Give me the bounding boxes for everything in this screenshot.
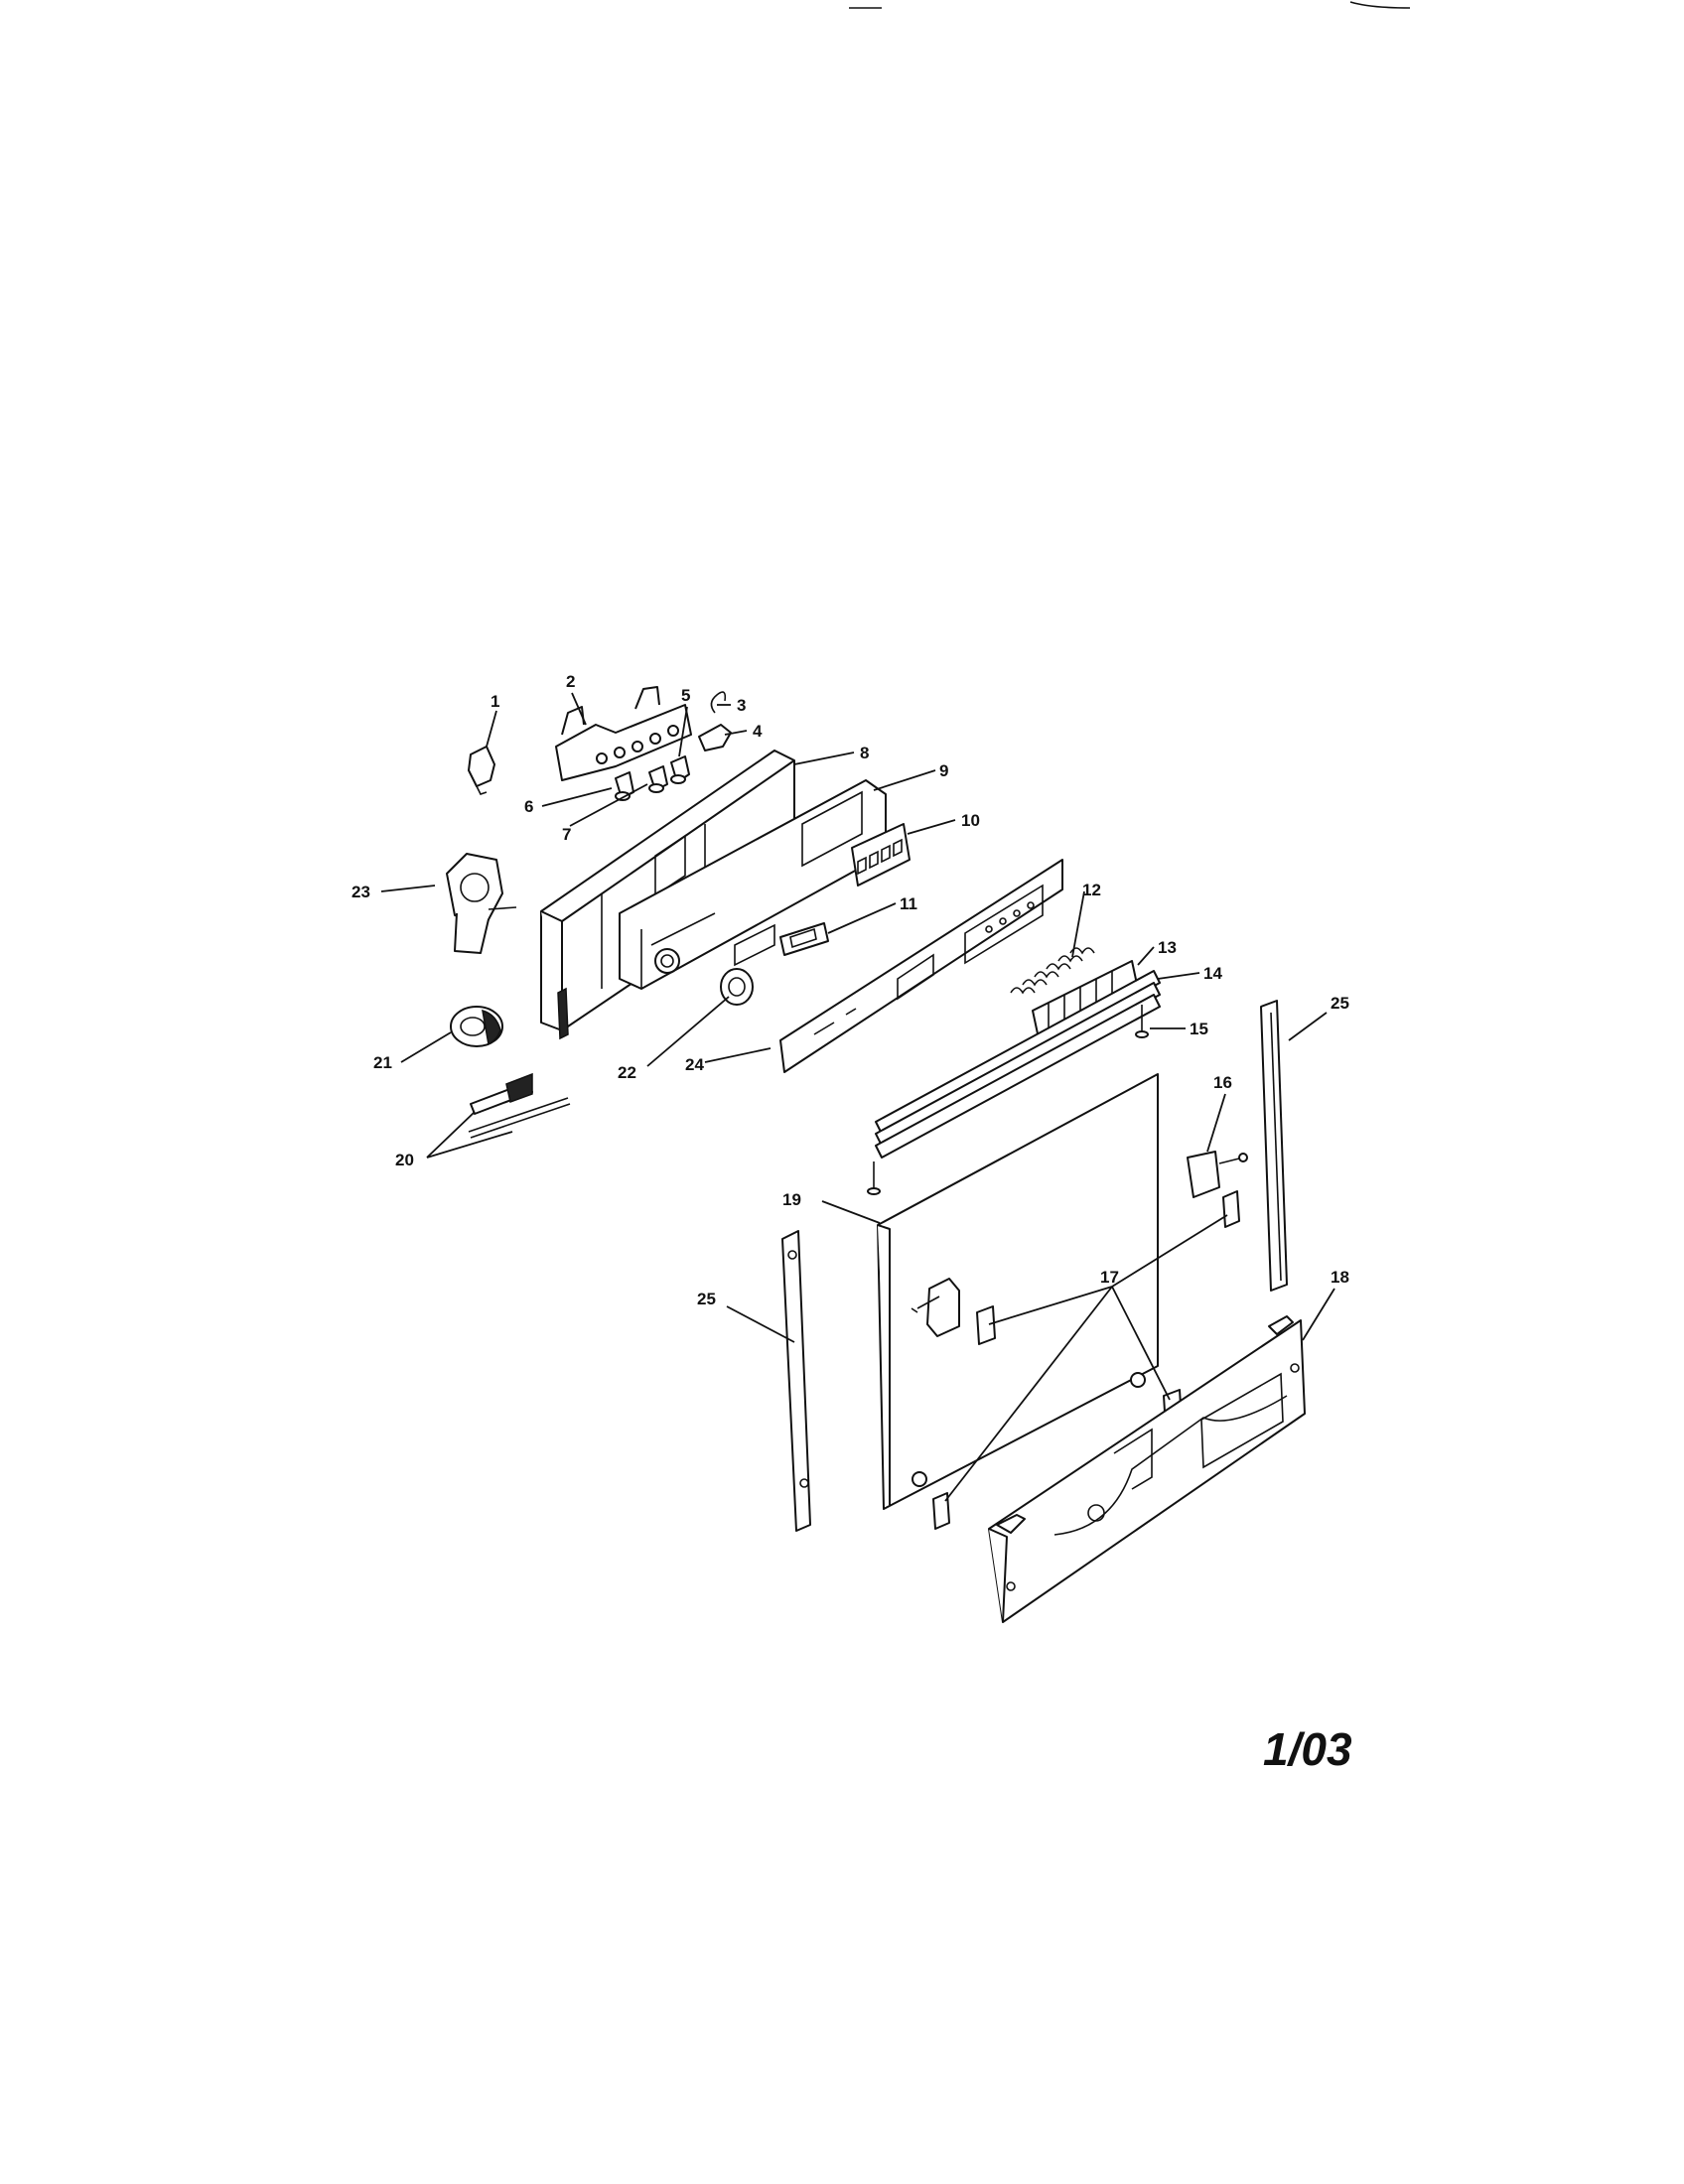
part-24-control-panel (779, 859, 1063, 1073)
part-10-push-button-block (851, 823, 911, 887)
part-7-button (648, 765, 668, 793)
part-16-door-latch (1187, 1151, 1248, 1198)
callout-8: 8 (860, 744, 869, 762)
callout-5: 5 (681, 686, 690, 705)
callout-21: 21 (373, 1053, 392, 1072)
callout-labels: 1 2 3 4 5 6 7 8 9 10 11 12 13 14 15 16 1… (351, 672, 1349, 1308)
callout-4: 4 (753, 722, 763, 741)
part-1-clip (468, 746, 495, 795)
part-25-left-side-trim (781, 1230, 811, 1532)
callout-13: 13 (1158, 938, 1177, 957)
callout-20: 20 (395, 1151, 414, 1169)
scan-marks (849, 1, 1411, 9)
callout-12: 12 (1082, 881, 1101, 899)
part-14-trim-strip (875, 970, 1161, 1159)
callout-23: 23 (351, 883, 370, 901)
part-15-screw (867, 1005, 1149, 1195)
callout-16: 16 (1213, 1073, 1232, 1092)
part-18-lower-panel (988, 1315, 1306, 1623)
callout-19: 19 (782, 1190, 801, 1209)
callout-25-right: 25 (1331, 994, 1349, 1013)
callout-22: 22 (618, 1063, 636, 1082)
callout-2: 2 (566, 672, 575, 691)
part-20-rails (468, 1072, 571, 1139)
callout-10: 10 (961, 811, 980, 830)
part-3-spring (710, 691, 727, 714)
leader-lines (380, 692, 1335, 1502)
part-25-right-side-trim (1260, 1000, 1288, 1292)
part-22-knob (720, 968, 754, 1006)
callout-6: 6 (524, 797, 533, 816)
callout-14: 14 (1203, 964, 1222, 983)
callout-24: 24 (685, 1055, 704, 1074)
callout-1: 1 (491, 692, 499, 711)
callout-9: 9 (939, 761, 948, 780)
callout-7: 7 (562, 825, 571, 844)
part-11-bracket (779, 922, 829, 956)
callout-17: 17 (1100, 1268, 1119, 1287)
part-23-timer (446, 853, 517, 954)
part-19-door-panel (877, 1073, 1159, 1510)
callout-3: 3 (737, 696, 746, 715)
callout-11: 11 (900, 894, 917, 913)
part-2-switch-block (555, 686, 692, 781)
part-4-latch (698, 724, 732, 751)
part-21-coil (450, 1006, 503, 1047)
part-5-button (670, 755, 690, 784)
callout-15: 15 (1190, 1020, 1208, 1038)
callout-18: 18 (1331, 1268, 1349, 1287)
callout-25-left: 25 (697, 1290, 716, 1308)
page-code: 1/03 (1263, 1723, 1352, 1775)
